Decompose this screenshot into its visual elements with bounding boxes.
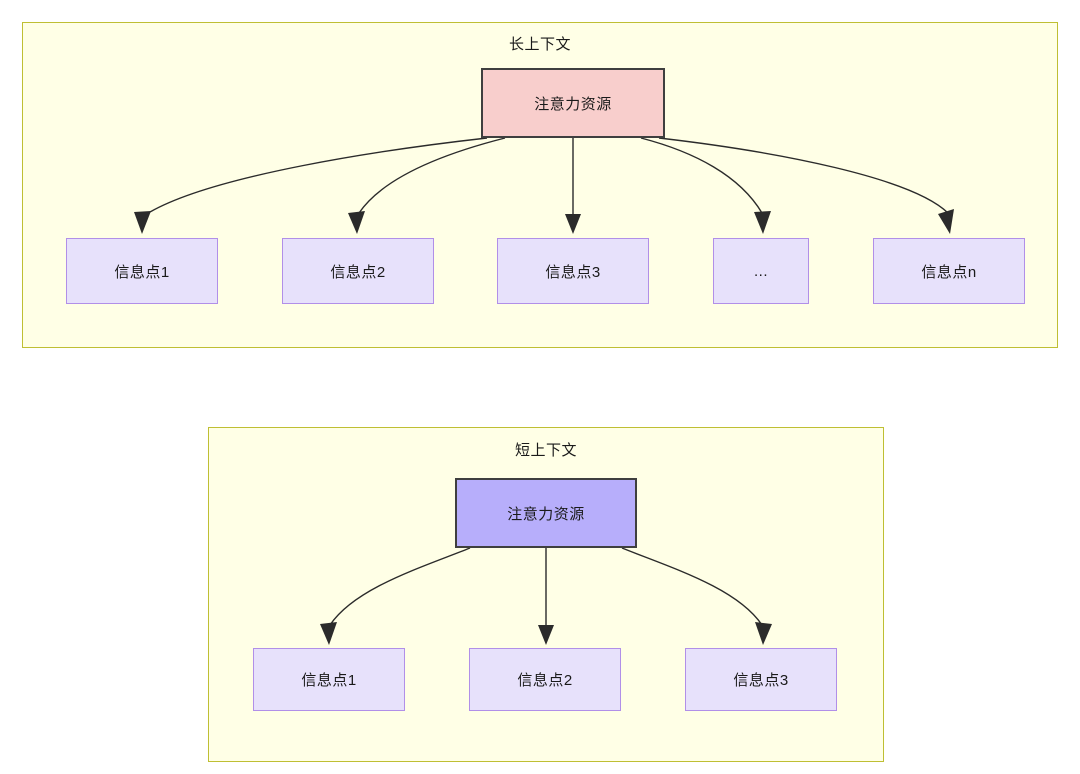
node-info-point-n-long[interactable]: 信息点n (873, 238, 1025, 304)
node-info-point-1-short[interactable]: 信息点1 (253, 648, 405, 711)
node-info-point-ellipsis-long[interactable]: ... (713, 238, 809, 304)
node-info-point-2-long[interactable]: 信息点2 (282, 238, 434, 304)
node-attention-resource-short[interactable]: 注意力资源 (455, 478, 637, 548)
node-info-point-1-long[interactable]: 信息点1 (66, 238, 218, 304)
node-info-point-3-short[interactable]: 信息点3 (685, 648, 837, 711)
node-label: ... (753, 262, 768, 280)
node-info-point-2-short[interactable]: 信息点2 (469, 648, 621, 711)
node-label: 信息点1 (301, 672, 357, 689)
node-label: 信息点3 (733, 672, 789, 689)
node-label: 信息点2 (517, 672, 573, 689)
node-info-point-3-long[interactable]: 信息点3 (497, 238, 649, 304)
node-label: 信息点n (921, 263, 977, 281)
node-label: 信息点2 (330, 263, 386, 281)
panel-short-context-title: 短上下文 (514, 442, 577, 459)
node-label: 信息点1 (114, 263, 170, 281)
node-label: 注意力资源 (507, 505, 585, 523)
node-attention-resource-long[interactable]: 注意力资源 (481, 68, 665, 138)
node-label: 信息点3 (545, 263, 601, 281)
node-label: 注意力资源 (534, 95, 612, 113)
panel-long-context-title: 长上下文 (508, 36, 571, 53)
